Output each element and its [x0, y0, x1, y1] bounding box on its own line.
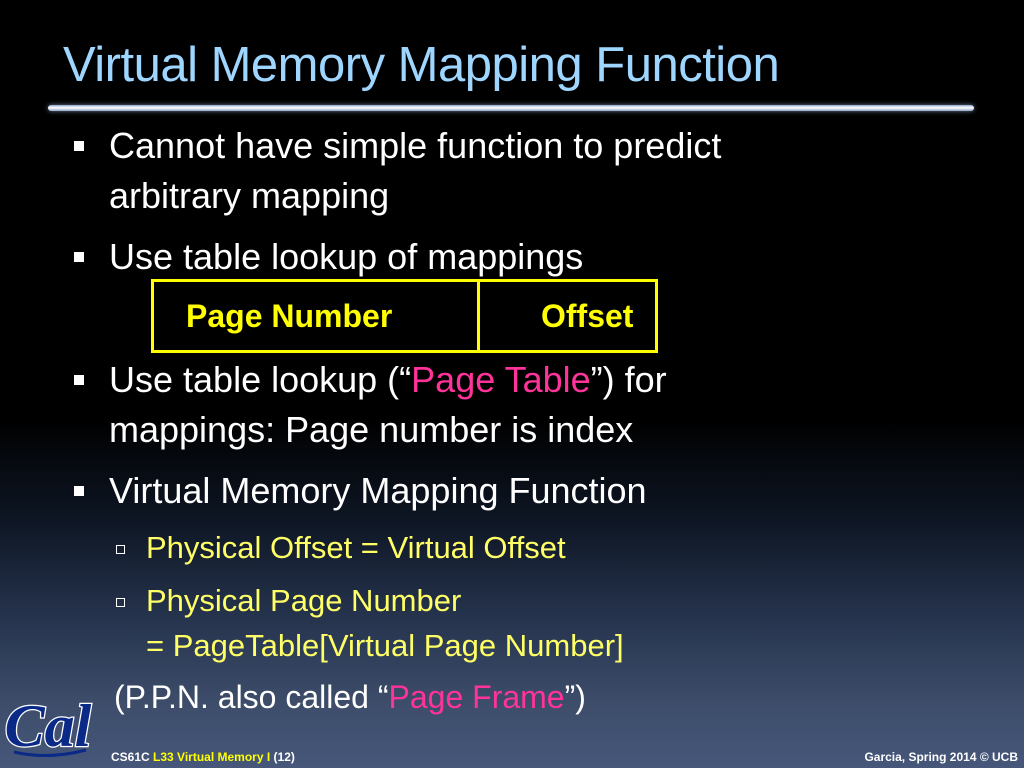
virtual-address-format: Page Number Offset: [151, 279, 658, 353]
bullet-marker: [74, 141, 84, 151]
page-table-highlight: Page Table: [411, 359, 591, 400]
subitem-2-line-1: Physical Page Number: [146, 583, 462, 618]
offset-label: Offset: [541, 298, 634, 334]
offset-field: Offset: [480, 282, 655, 350]
bullet-1-line-2: arbitrary mapping: [109, 175, 390, 216]
cal-logo-text: Cal: [5, 693, 92, 759]
bullet-3-line-1: Use table lookup (“Page Table”) for: [109, 357, 667, 403]
footer-course-info: CS61C L33 Virtual Memory I (12): [111, 750, 295, 764]
page-number-label: Page Number: [186, 298, 393, 334]
bullet-3-text-before: Use table lookup (“: [109, 359, 412, 400]
bullet-marker: [74, 252, 84, 262]
subitem-1-line-1: Physical Offset = Virtual Offset: [146, 530, 566, 565]
footer-credit: Garcia, Spring 2014 © UCB: [864, 750, 1018, 764]
sub-bullet-marker: [116, 598, 125, 607]
title-underline: [48, 105, 974, 111]
note-text-after: ”): [564, 679, 586, 715]
sub-bullet-marker: [116, 545, 125, 554]
bullet-3-text-after: ”) for: [590, 359, 667, 400]
bullet-1-line-1: Cannot have simple function to predict: [109, 125, 722, 166]
bullet-2-line-1: Use table lookup of mappings: [109, 236, 584, 277]
page-frame-highlight: Page Frame: [388, 679, 565, 715]
ppn-note: (P.P.N. also called “Page Frame”): [114, 675, 586, 719]
slide-title: Virtual Memory Mapping Function: [63, 38, 780, 92]
bullet-marker: [74, 375, 84, 385]
footer-course: CS61C: [111, 750, 154, 764]
note-text-before: (P.P.N. also called “: [114, 679, 389, 715]
subitem-2-line-2: = PageTable[Virtual Page Number]: [146, 628, 624, 663]
page-number-field: Page Number: [154, 282, 480, 350]
cal-logo-icon: Cal: [3, 692, 93, 760]
bullet-marker: [74, 486, 84, 496]
bullet-4-line-1: Virtual Memory Mapping Function: [109, 470, 647, 511]
footer-lecture: L33 Virtual Memory I: [153, 750, 271, 764]
bullet-3-line-2: mappings: Page number is index: [109, 409, 634, 450]
footer-slide-number: (12): [270, 750, 295, 764]
